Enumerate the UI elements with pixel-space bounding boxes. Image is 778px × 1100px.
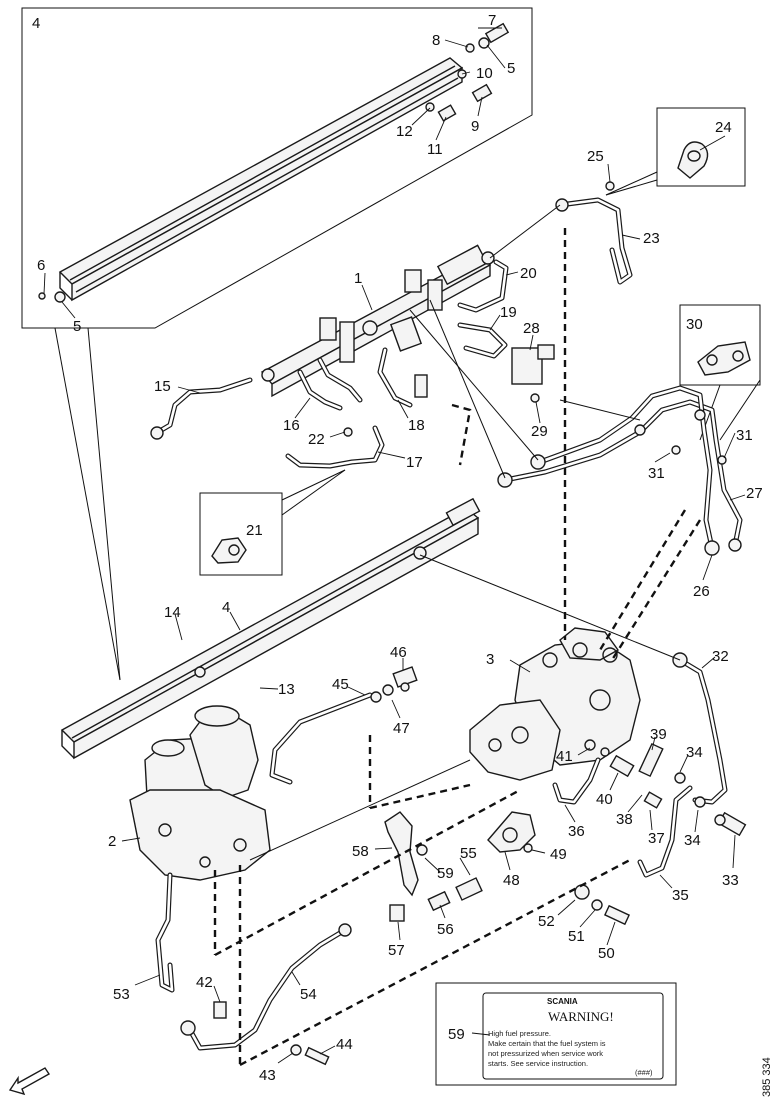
callout-58: 58 bbox=[352, 843, 369, 860]
filter-housing bbox=[129, 705, 271, 881]
callout-51: 51 bbox=[568, 928, 585, 945]
callout-39: 39 bbox=[650, 726, 667, 743]
callout-1: 1 bbox=[354, 270, 362, 287]
callout-33: 33 bbox=[722, 872, 739, 889]
drawing-number: 385 334 bbox=[761, 1057, 773, 1097]
callout-41: 41 bbox=[556, 748, 573, 765]
lower-fittings bbox=[213, 666, 747, 1066]
callout-19: 19 bbox=[500, 304, 517, 321]
upper-rail bbox=[260, 244, 495, 398]
warning-title: WARNING! bbox=[548, 1009, 614, 1024]
callout-55: 55 bbox=[460, 845, 477, 862]
warning-brand: SCANIA bbox=[547, 997, 578, 1006]
callout-15: 15 bbox=[154, 378, 171, 395]
callout-8: 8 bbox=[432, 32, 440, 49]
callout-25: 25 bbox=[587, 148, 604, 165]
callout-22: 22 bbox=[308, 431, 325, 448]
callout-49: 49 bbox=[550, 846, 567, 863]
callout-34-bottom: 34 bbox=[684, 832, 701, 849]
callout-52: 52 bbox=[538, 913, 555, 930]
detail-box-24 bbox=[605, 107, 746, 196]
callout-10: 10 bbox=[476, 65, 493, 82]
callout-9: 9 bbox=[471, 118, 479, 135]
callout-57: 57 bbox=[388, 942, 405, 959]
callout-12: 12 bbox=[396, 123, 413, 140]
callout-7: 7 bbox=[488, 12, 496, 29]
callout-54: 54 bbox=[300, 986, 317, 1003]
callout-numbers: 4 7 8 5 10 9 12 11 6 5 24 25 23 20 1 19 … bbox=[32, 12, 763, 1084]
upper-pipes bbox=[150, 197, 743, 556]
injection-pump bbox=[469, 627, 641, 781]
callout-27: 27 bbox=[746, 485, 763, 502]
callout-34-top: 34 bbox=[686, 744, 703, 761]
callout-28: 28 bbox=[523, 320, 540, 337]
callout-4-inset: 4 bbox=[32, 15, 40, 32]
callout-26: 26 bbox=[693, 583, 710, 600]
lower-pipes bbox=[155, 652, 728, 1051]
detail-box-30 bbox=[679, 304, 761, 441]
callout-4-lower: 4 bbox=[222, 599, 230, 616]
detail-box-21 bbox=[199, 469, 346, 576]
warning-label: SCANIA WARNING! High fuel pressure. Make… bbox=[435, 982, 677, 1086]
callout-35: 35 bbox=[672, 887, 689, 904]
callout-37: 37 bbox=[648, 830, 665, 847]
front-direction-arrow-icon bbox=[8, 1067, 51, 1096]
callout-17: 17 bbox=[406, 454, 423, 471]
callout-13: 13 bbox=[278, 681, 295, 698]
callout-46: 46 bbox=[390, 644, 407, 661]
upper-fittings bbox=[343, 181, 727, 465]
inset-rail bbox=[58, 57, 464, 302]
callout-24: 24 bbox=[715, 119, 732, 136]
callout-50: 50 bbox=[598, 945, 615, 962]
callout-18: 18 bbox=[408, 417, 425, 434]
warning-line-4: starts. See service instruction. bbox=[488, 1059, 588, 1068]
callout-36: 36 bbox=[568, 823, 585, 840]
warning-line-3: not pressurized when service work bbox=[488, 1049, 603, 1058]
callout-53: 53 bbox=[113, 986, 130, 1003]
inset-panel bbox=[21, 7, 533, 681]
callout-2: 2 bbox=[108, 833, 116, 850]
callout-44: 44 bbox=[336, 1036, 353, 1053]
callout-42: 42 bbox=[196, 974, 213, 991]
callout-23: 23 bbox=[643, 230, 660, 247]
callout-47: 47 bbox=[393, 720, 410, 737]
callout-21: 21 bbox=[246, 522, 263, 539]
callout-5-inset-bottom: 5 bbox=[73, 318, 81, 335]
callout-32: 32 bbox=[712, 648, 729, 665]
lower-rail bbox=[60, 497, 481, 760]
leader-lines bbox=[43, 27, 746, 1064]
callout-20: 20 bbox=[520, 265, 537, 282]
callout-48: 48 bbox=[503, 872, 520, 889]
inset-fittings bbox=[38, 22, 510, 303]
callout-31-right: 31 bbox=[736, 427, 753, 444]
callout-38: 38 bbox=[616, 811, 633, 828]
callout-16: 16 bbox=[283, 417, 300, 434]
callout-40: 40 bbox=[596, 791, 613, 808]
callout-43: 43 bbox=[259, 1067, 276, 1084]
callout-29: 29 bbox=[531, 423, 548, 440]
dashed-assembly-lines bbox=[213, 228, 702, 1067]
callout-56: 56 bbox=[437, 921, 454, 938]
callout-45: 45 bbox=[332, 676, 349, 693]
callout-59-label: 59 bbox=[448, 1026, 465, 1043]
warning-line-2: Make certain that the fuel system is bbox=[488, 1039, 606, 1048]
callout-30: 30 bbox=[686, 316, 703, 333]
callout-59-part: 59 bbox=[437, 865, 454, 882]
callout-5-inset-top: 5 bbox=[507, 60, 515, 77]
callout-3: 3 bbox=[486, 651, 494, 668]
warning-code: (###) bbox=[635, 1068, 653, 1077]
callout-11: 11 bbox=[427, 141, 443, 158]
warning-line-1: High fuel pressure. bbox=[488, 1029, 551, 1038]
callout-31-left: 31 bbox=[648, 465, 665, 482]
callout-14: 14 bbox=[164, 604, 181, 621]
callout-6: 6 bbox=[37, 257, 45, 274]
